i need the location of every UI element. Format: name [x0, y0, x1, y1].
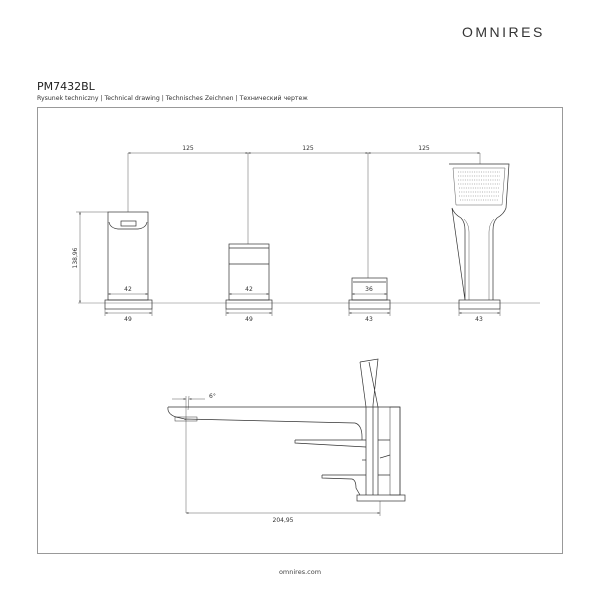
- product-code: PM7432BL: [37, 80, 95, 93]
- drawing-subtitle: Rysunek techniczny | Technical drawing |…: [37, 95, 308, 102]
- spout-mixer-front: [104, 211, 153, 310]
- base-width-4: 43: [475, 316, 483, 323]
- diverter-front: [348, 277, 391, 310]
- width-dimensions: [104, 293, 501, 316]
- spacing-label-1: 125: [182, 145, 194, 152]
- front-view: 125 125 125 138,96: [72, 145, 540, 323]
- body-width-2: 42: [245, 286, 253, 293]
- body-width-1: 42: [124, 286, 132, 293]
- height-label: 138,96: [72, 247, 79, 268]
- drawing-frame: [37, 107, 563, 554]
- spout-reach-label: 204,95: [273, 517, 294, 524]
- base-width-3: 43: [365, 316, 373, 323]
- angle-label: 6°: [209, 393, 216, 400]
- spacing-label-2: 125: [302, 145, 314, 152]
- mixer-front: [225, 243, 273, 310]
- hand-shower-front: [449, 163, 510, 310]
- body-width-3: 36: [365, 286, 373, 293]
- spacing-dimensions: [127, 152, 481, 278]
- spacing-label-3: 125: [418, 145, 430, 152]
- side-view: 6° 204,95: [167, 358, 406, 524]
- base-width-2: 49: [245, 316, 253, 323]
- brand-logo: OMNIRES: [462, 24, 545, 40]
- footer-website: omnires.com: [278, 568, 322, 576]
- base-width-1: 49: [124, 316, 132, 323]
